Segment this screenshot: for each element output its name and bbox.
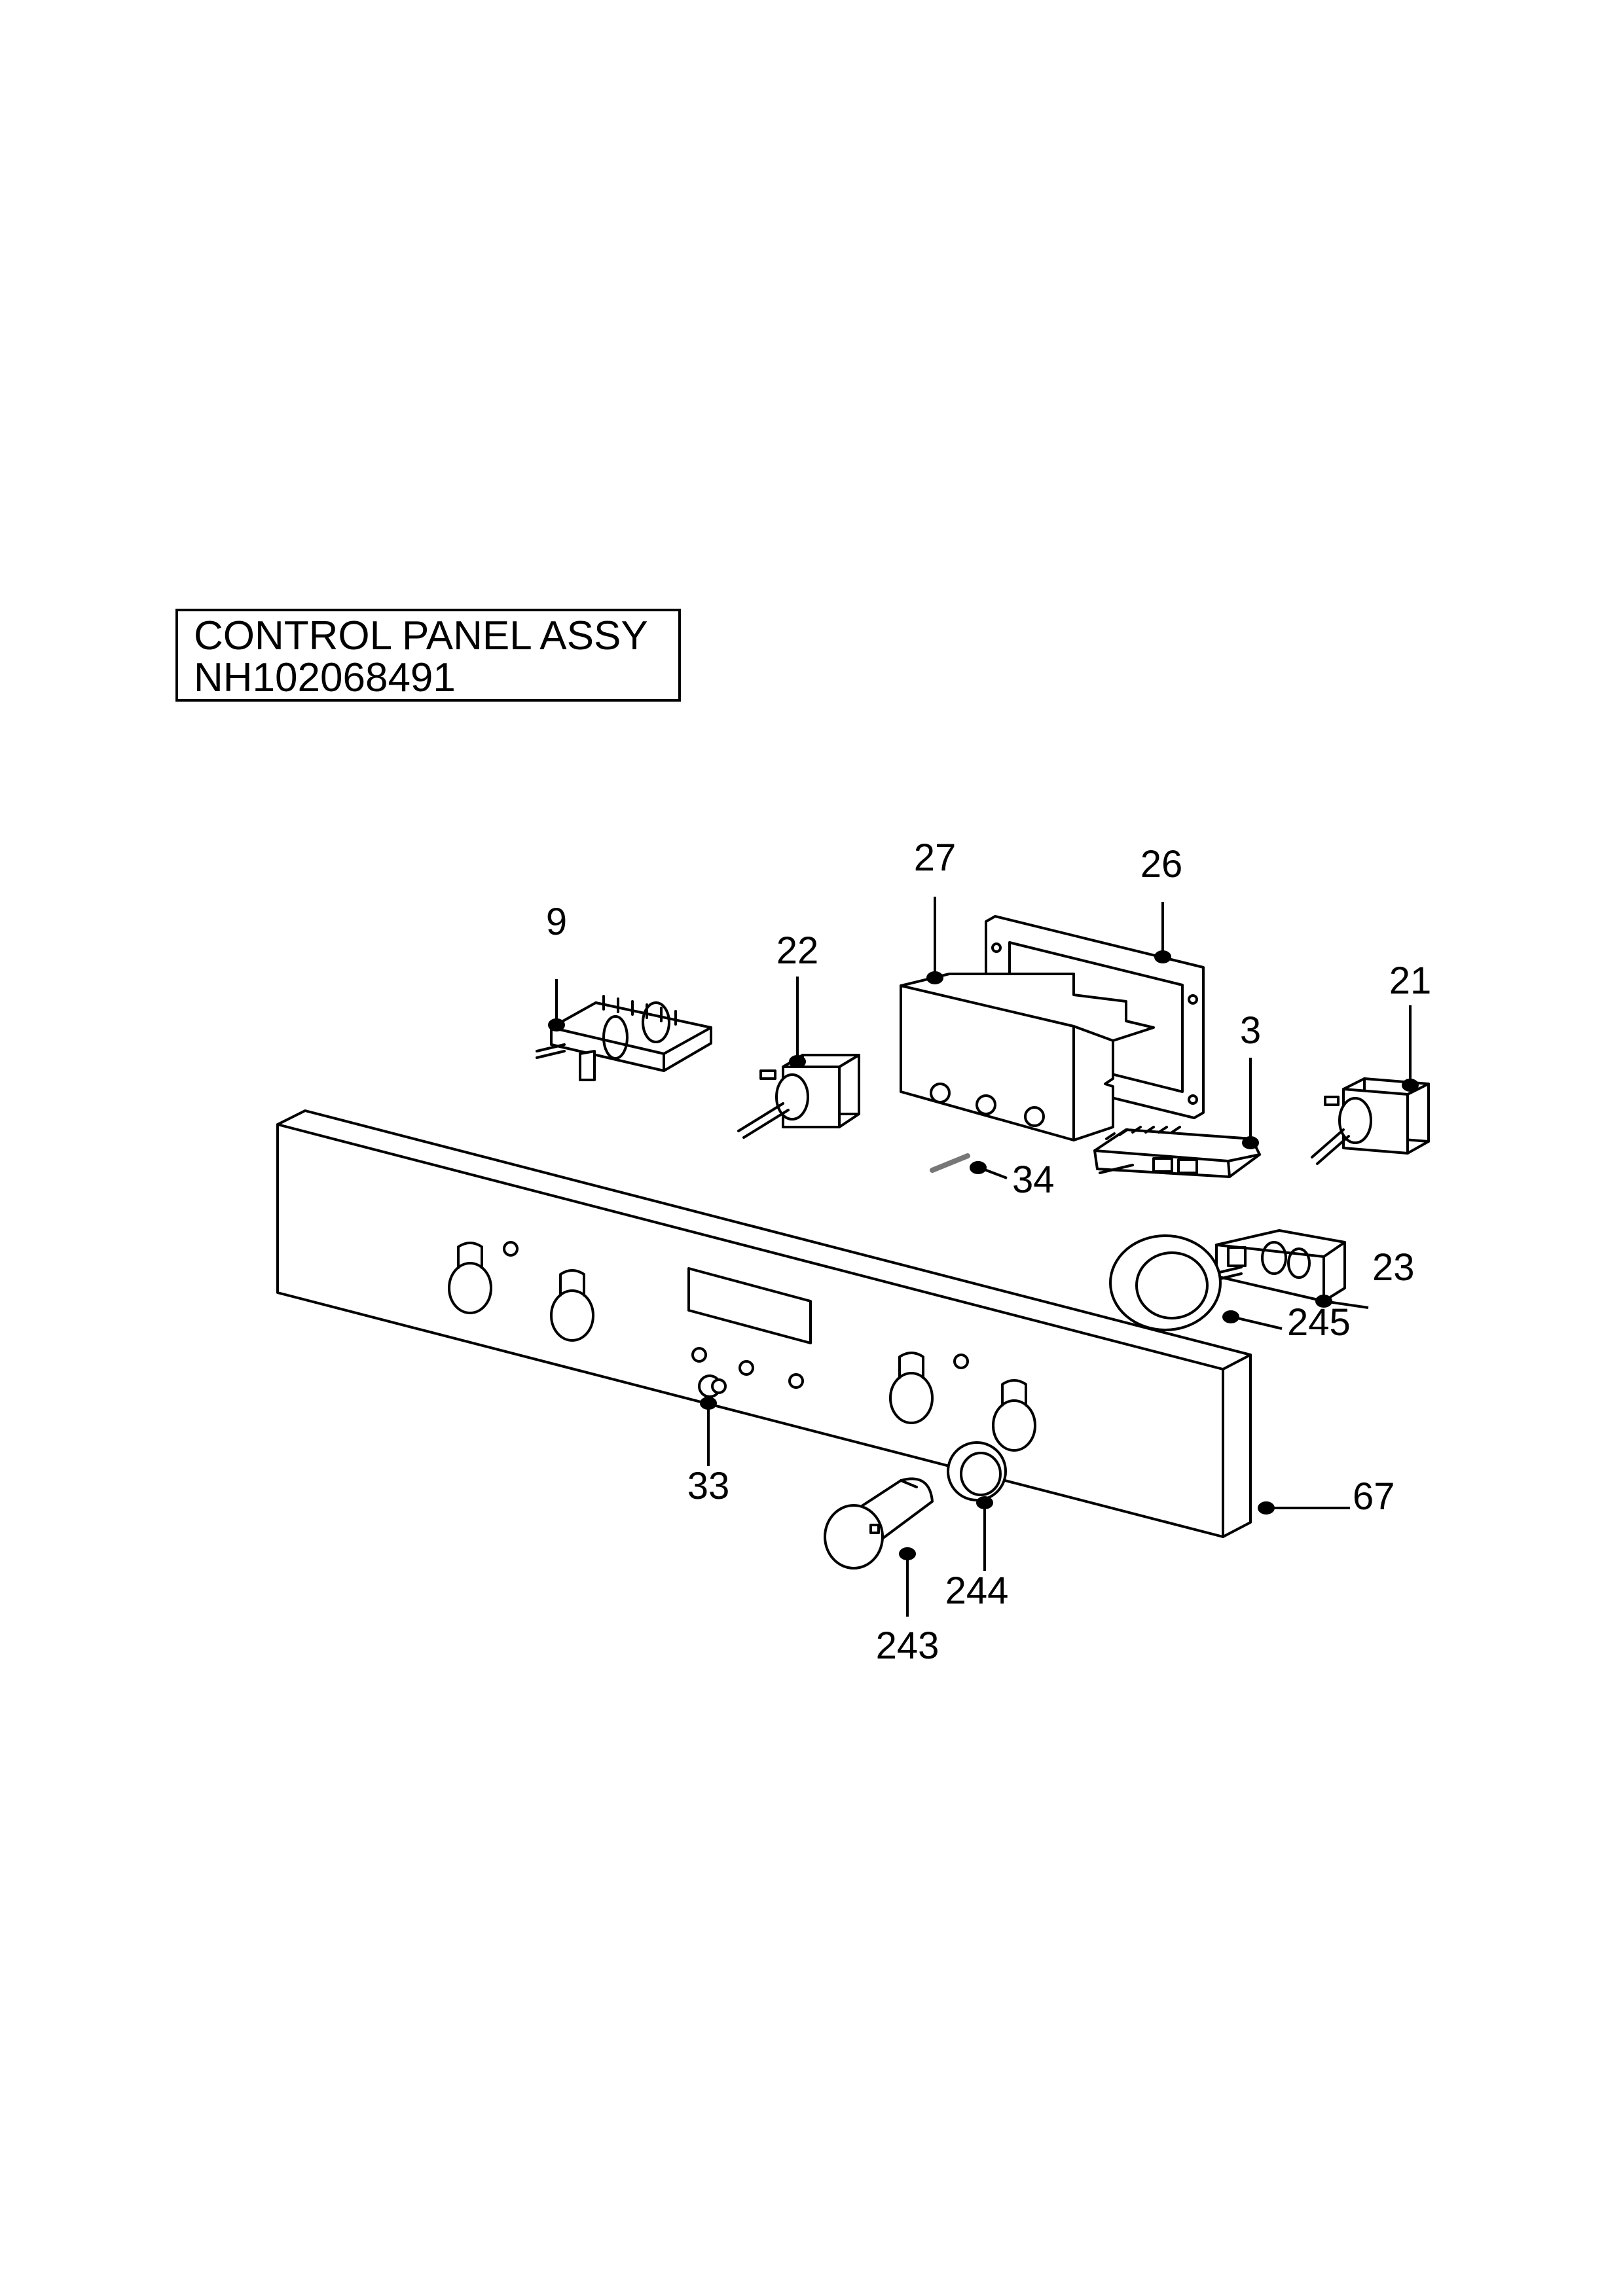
thermostat-part-22 — [737, 1054, 860, 1139]
switch-part-23 — [1207, 1229, 1346, 1302]
title-box: CONTROL PANEL ASSY NH102068491 — [175, 609, 681, 702]
bezel-ring-part-245 — [1109, 1234, 1222, 1331]
callout-26: 26 — [1140, 843, 1183, 886]
callout-3: 3 — [1240, 1009, 1261, 1052]
indicator-knob-part-33 — [698, 1374, 727, 1398]
callout-21: 21 — [1389, 960, 1432, 1002]
callout-245: 245 — [1287, 1301, 1351, 1344]
thermostat-part-21 — [1311, 1077, 1430, 1165]
callout-34: 34 — [1012, 1158, 1055, 1201]
assembly-title: CONTROL PANEL ASSY — [194, 613, 648, 658]
timer-module-part-27 — [900, 973, 1155, 1141]
selector-switch-part-9 — [536, 995, 712, 1081]
callout-33: 33 — [687, 1465, 730, 1507]
callout-22: 22 — [776, 929, 819, 972]
callout-243: 243 — [876, 1624, 939, 1667]
leader-lines — [548, 897, 1419, 1617]
control-panel-front — [276, 1109, 1252, 1538]
knob-bushing-part-244 — [947, 1441, 1007, 1501]
callout-244: 244 — [945, 1570, 1009, 1612]
callout-23: 23 — [1372, 1246, 1415, 1289]
clip-part-34 — [930, 1153, 970, 1173]
control-knob-part-243 — [824, 1477, 934, 1570]
callout-27: 27 — [914, 836, 957, 879]
switch-part-3 — [1093, 1126, 1261, 1178]
callout-67: 67 — [1353, 1475, 1395, 1518]
callout-9: 9 — [546, 901, 567, 943]
assembly-part-number: NH102068491 — [194, 655, 456, 700]
